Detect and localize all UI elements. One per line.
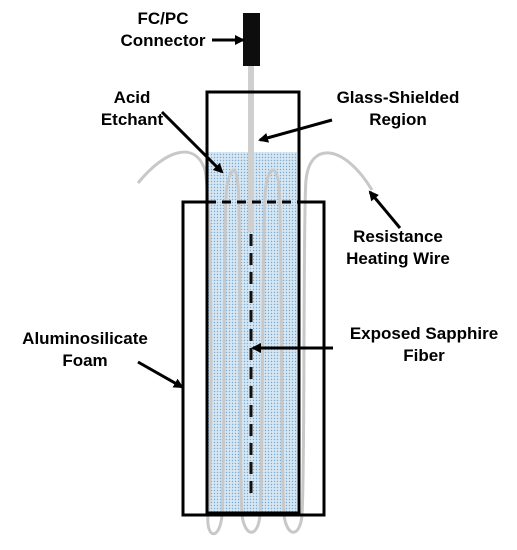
aluminosilicate-foam-label: Aluminosilicate Foam [4,328,166,372]
foam-outline [181,200,326,517]
fc-pc-connector-label-line-2: Connector [120,31,206,50]
aluminosilicate-foam-label-line-1: Aluminosilicate [22,329,148,348]
heating-wire-arrow [368,190,402,229]
fc-pc-connector-label: FC/PC Connector [118,8,208,52]
resistance-heating-wire-label: Resistance Heating Wire [330,226,466,270]
acid-etchant-label-line-2: Etchant [100,110,164,129]
acid-etchant-label: Acid Etchant [96,87,168,131]
resistance-heating-wire-label-line-2: Heating Wire [346,249,450,268]
fc-pc-connector-label-line-1: FC/PC [137,9,189,28]
exposed-sapphire-fiber-label-line-2: Fiber [403,346,445,365]
etchant-container [205,90,301,515]
etchant-arrow [160,110,224,174]
fc-pc-connector-block [243,13,260,66]
aluminosilicate-foam-label-line-2: Foam [62,351,108,370]
glass-shielded-region-label: Glass-Shielded Region [316,87,480,131]
exposed-sapphire-fiber-label: Exposed Sapphire Fiber [336,323,512,367]
acid-etchant-label-line-1: Acid [113,88,151,107]
glass-shielded-region-label-line-1: Glass-Shielded [336,88,460,107]
glass-shield-arrow [258,118,333,143]
foam-arrow [137,360,184,389]
resistance-heating-wire-label-line-1: Resistance [353,227,443,246]
glass-shielded-region-label-line-2: Region [369,110,427,129]
exposed-sapphire-fiber-label-line-1: Exposed Sapphire [349,324,499,343]
